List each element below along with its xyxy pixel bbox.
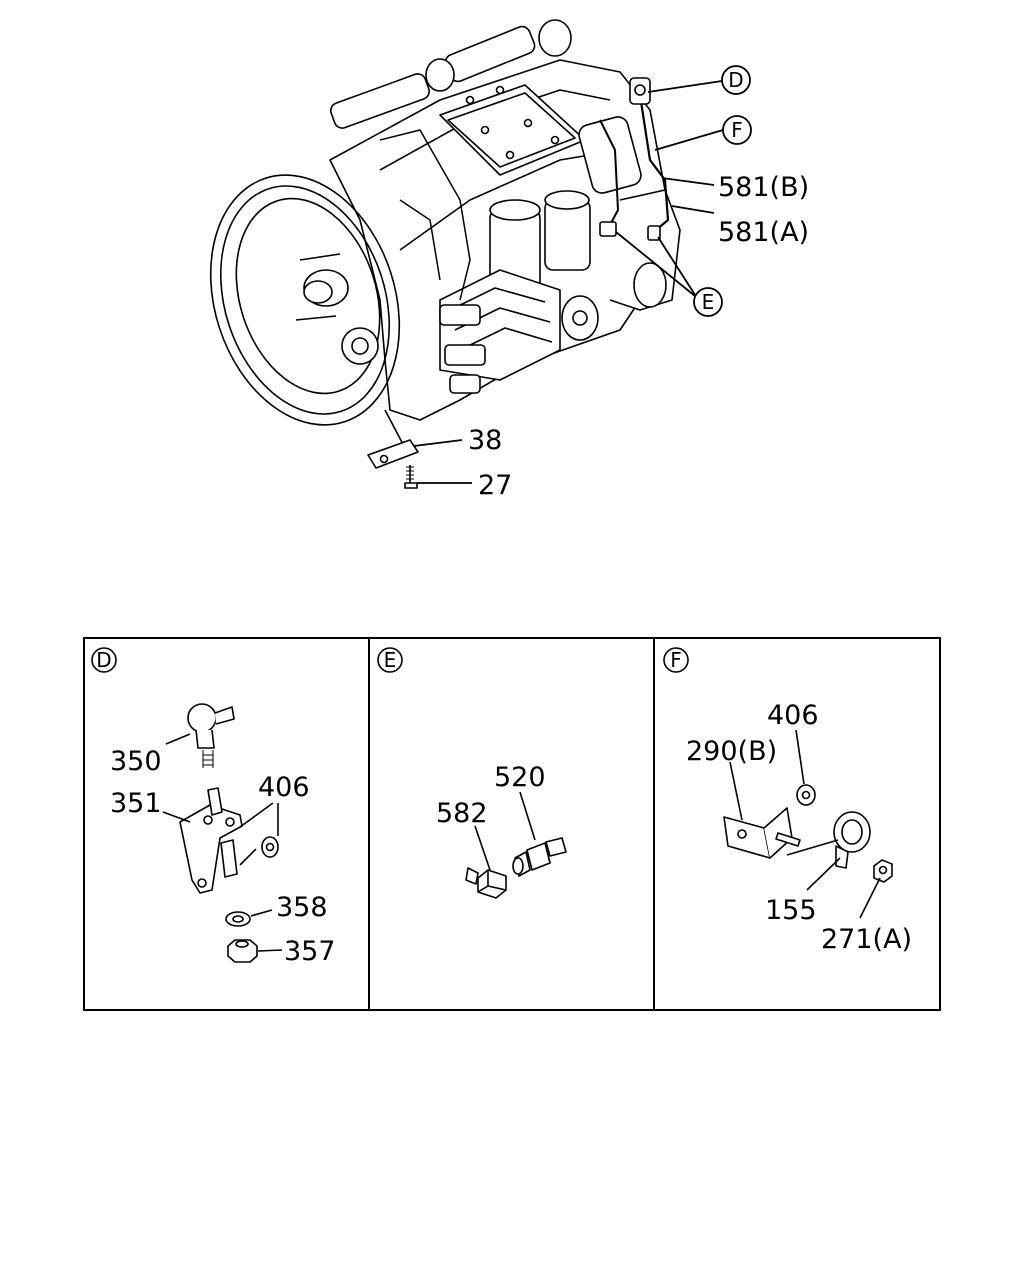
transmission-assembly-drawing <box>209 19 681 489</box>
panel-e-parts-drawing <box>465 837 567 899</box>
callout-circle-d-main: D <box>721 65 751 95</box>
label-582: 582 <box>436 798 488 829</box>
label-27: 27 <box>478 470 512 501</box>
label-271a: 271(A) <box>821 924 912 955</box>
main-leader-lines <box>413 80 724 484</box>
label-581b: 581(B) <box>718 172 809 203</box>
svg-text:D: D <box>728 68 743 92</box>
svg-text:E: E <box>702 290 715 314</box>
svg-text:F: F <box>731 118 743 142</box>
label-520: 520 <box>494 762 546 793</box>
label-406-f: 406 <box>767 700 819 731</box>
panel-d: D <box>91 647 336 967</box>
panel-f-parts-drawing <box>723 784 893 883</box>
callout-circle-f-panel: F <box>663 647 689 673</box>
svg-text:D: D <box>96 648 111 672</box>
callout-circle-f-main: F <box>722 115 752 145</box>
callout-circle-e-panel: E <box>377 647 403 673</box>
label-290b: 290(B) <box>686 736 777 767</box>
panel-f: F 406 290(B) 155 <box>663 647 912 955</box>
svg-text:E: E <box>384 648 397 672</box>
label-155: 155 <box>765 895 817 926</box>
panel-e: E 520 582 <box>377 647 567 899</box>
label-581a: 581(A) <box>718 217 809 248</box>
callout-circle-d-panel: D <box>91 647 117 673</box>
label-38: 38 <box>468 425 502 456</box>
panel-d-leaders <box>162 733 283 952</box>
label-351: 351 <box>110 788 162 819</box>
detail-panels-frame <box>83 637 941 1011</box>
panel-e-leaders <box>474 791 536 871</box>
callout-circle-e-main: E <box>693 287 723 317</box>
label-357: 357 <box>284 936 336 967</box>
label-350: 350 <box>110 746 162 777</box>
panel-d-parts-drawing <box>179 703 279 963</box>
svg-text:F: F <box>670 648 682 672</box>
label-358: 358 <box>276 892 328 923</box>
panel-f-leaders <box>729 729 881 919</box>
label-406-d: 406 <box>258 772 310 803</box>
